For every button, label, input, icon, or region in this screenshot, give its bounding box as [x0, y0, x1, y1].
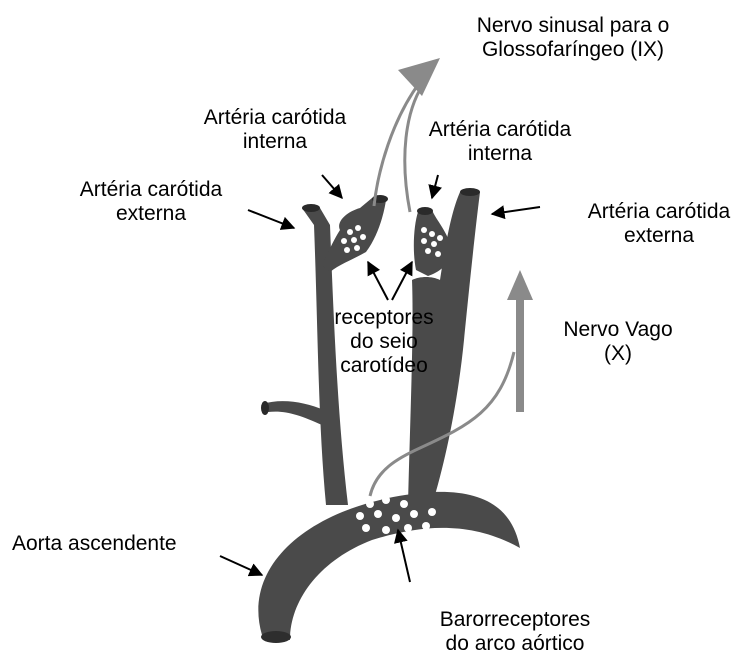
- label-line: carotídeo: [316, 354, 452, 378]
- label-nervo-vago: Nervo Vago (X): [538, 318, 698, 366]
- label-carotida-externa-esquerda: Artéria carótida externa: [58, 178, 244, 226]
- label-line: do arco aórtico: [410, 632, 620, 656]
- arrow-baroreceptors: [398, 530, 410, 582]
- label-carotida-externa-direita: Artéria carótida externa: [566, 200, 752, 248]
- label-line: Nervo Vago: [538, 318, 698, 342]
- left-external-carotid-opening: [302, 204, 320, 212]
- label-line: Nervo sinusal para o: [438, 14, 708, 38]
- vagus-nerve-arrow-shaft: [516, 292, 524, 412]
- label-line: Barorreceptores: [410, 608, 620, 632]
- label-line: interna: [182, 130, 368, 154]
- label-line: Artéria carótida: [402, 118, 598, 142]
- sinus-nerve-arrowhead: [398, 58, 440, 96]
- vagus-nerve-arrowhead: [507, 270, 533, 300]
- label-line: receptores: [316, 306, 452, 330]
- arrow-aorta: [220, 556, 262, 575]
- arrow-receptors-right: [392, 262, 412, 300]
- arrow-receptors-left: [368, 262, 388, 300]
- label-line: Artéria carótida: [566, 200, 752, 224]
- label-line: interna: [402, 142, 598, 166]
- label-barorreceptores: Barorreceptores do arco aórtico: [410, 608, 620, 656]
- label-line: Artéria carótida: [58, 178, 244, 202]
- label-aorta-ascendente: Aorta ascendente: [12, 532, 177, 556]
- arrow-external-left: [248, 210, 294, 228]
- left-internal-carotid: [322, 198, 386, 272]
- label-line: do seio: [316, 330, 452, 354]
- arrow-external-right: [492, 207, 540, 214]
- aortic-arch-opening: [261, 631, 291, 643]
- arrow-internal-left: [322, 175, 342, 198]
- label-line: (X): [538, 342, 698, 366]
- label-carotida-interna-esquerda: Artéria carótida interna: [182, 106, 368, 154]
- left-side-branch-opening: [261, 401, 269, 415]
- arrow-internal-right: [432, 175, 438, 198]
- right-external-carotid-opening: [460, 188, 480, 196]
- label-line: externa: [566, 224, 752, 248]
- label-line: Glossofaríngeo (IX): [438, 38, 708, 62]
- label-line: externa: [58, 202, 244, 226]
- right-internal-carotid-opening: [417, 207, 433, 215]
- label-nervo-sinusal: Nervo sinusal para o Glossofaríngeo (IX): [438, 14, 708, 62]
- left-side-branch: [262, 401, 324, 425]
- label-receptores-seio: receptores do seio carotídeo: [316, 306, 452, 378]
- label-line: Artéria carótida: [182, 106, 368, 130]
- label-carotida-interna-direita: Artéria carótida interna: [402, 118, 598, 166]
